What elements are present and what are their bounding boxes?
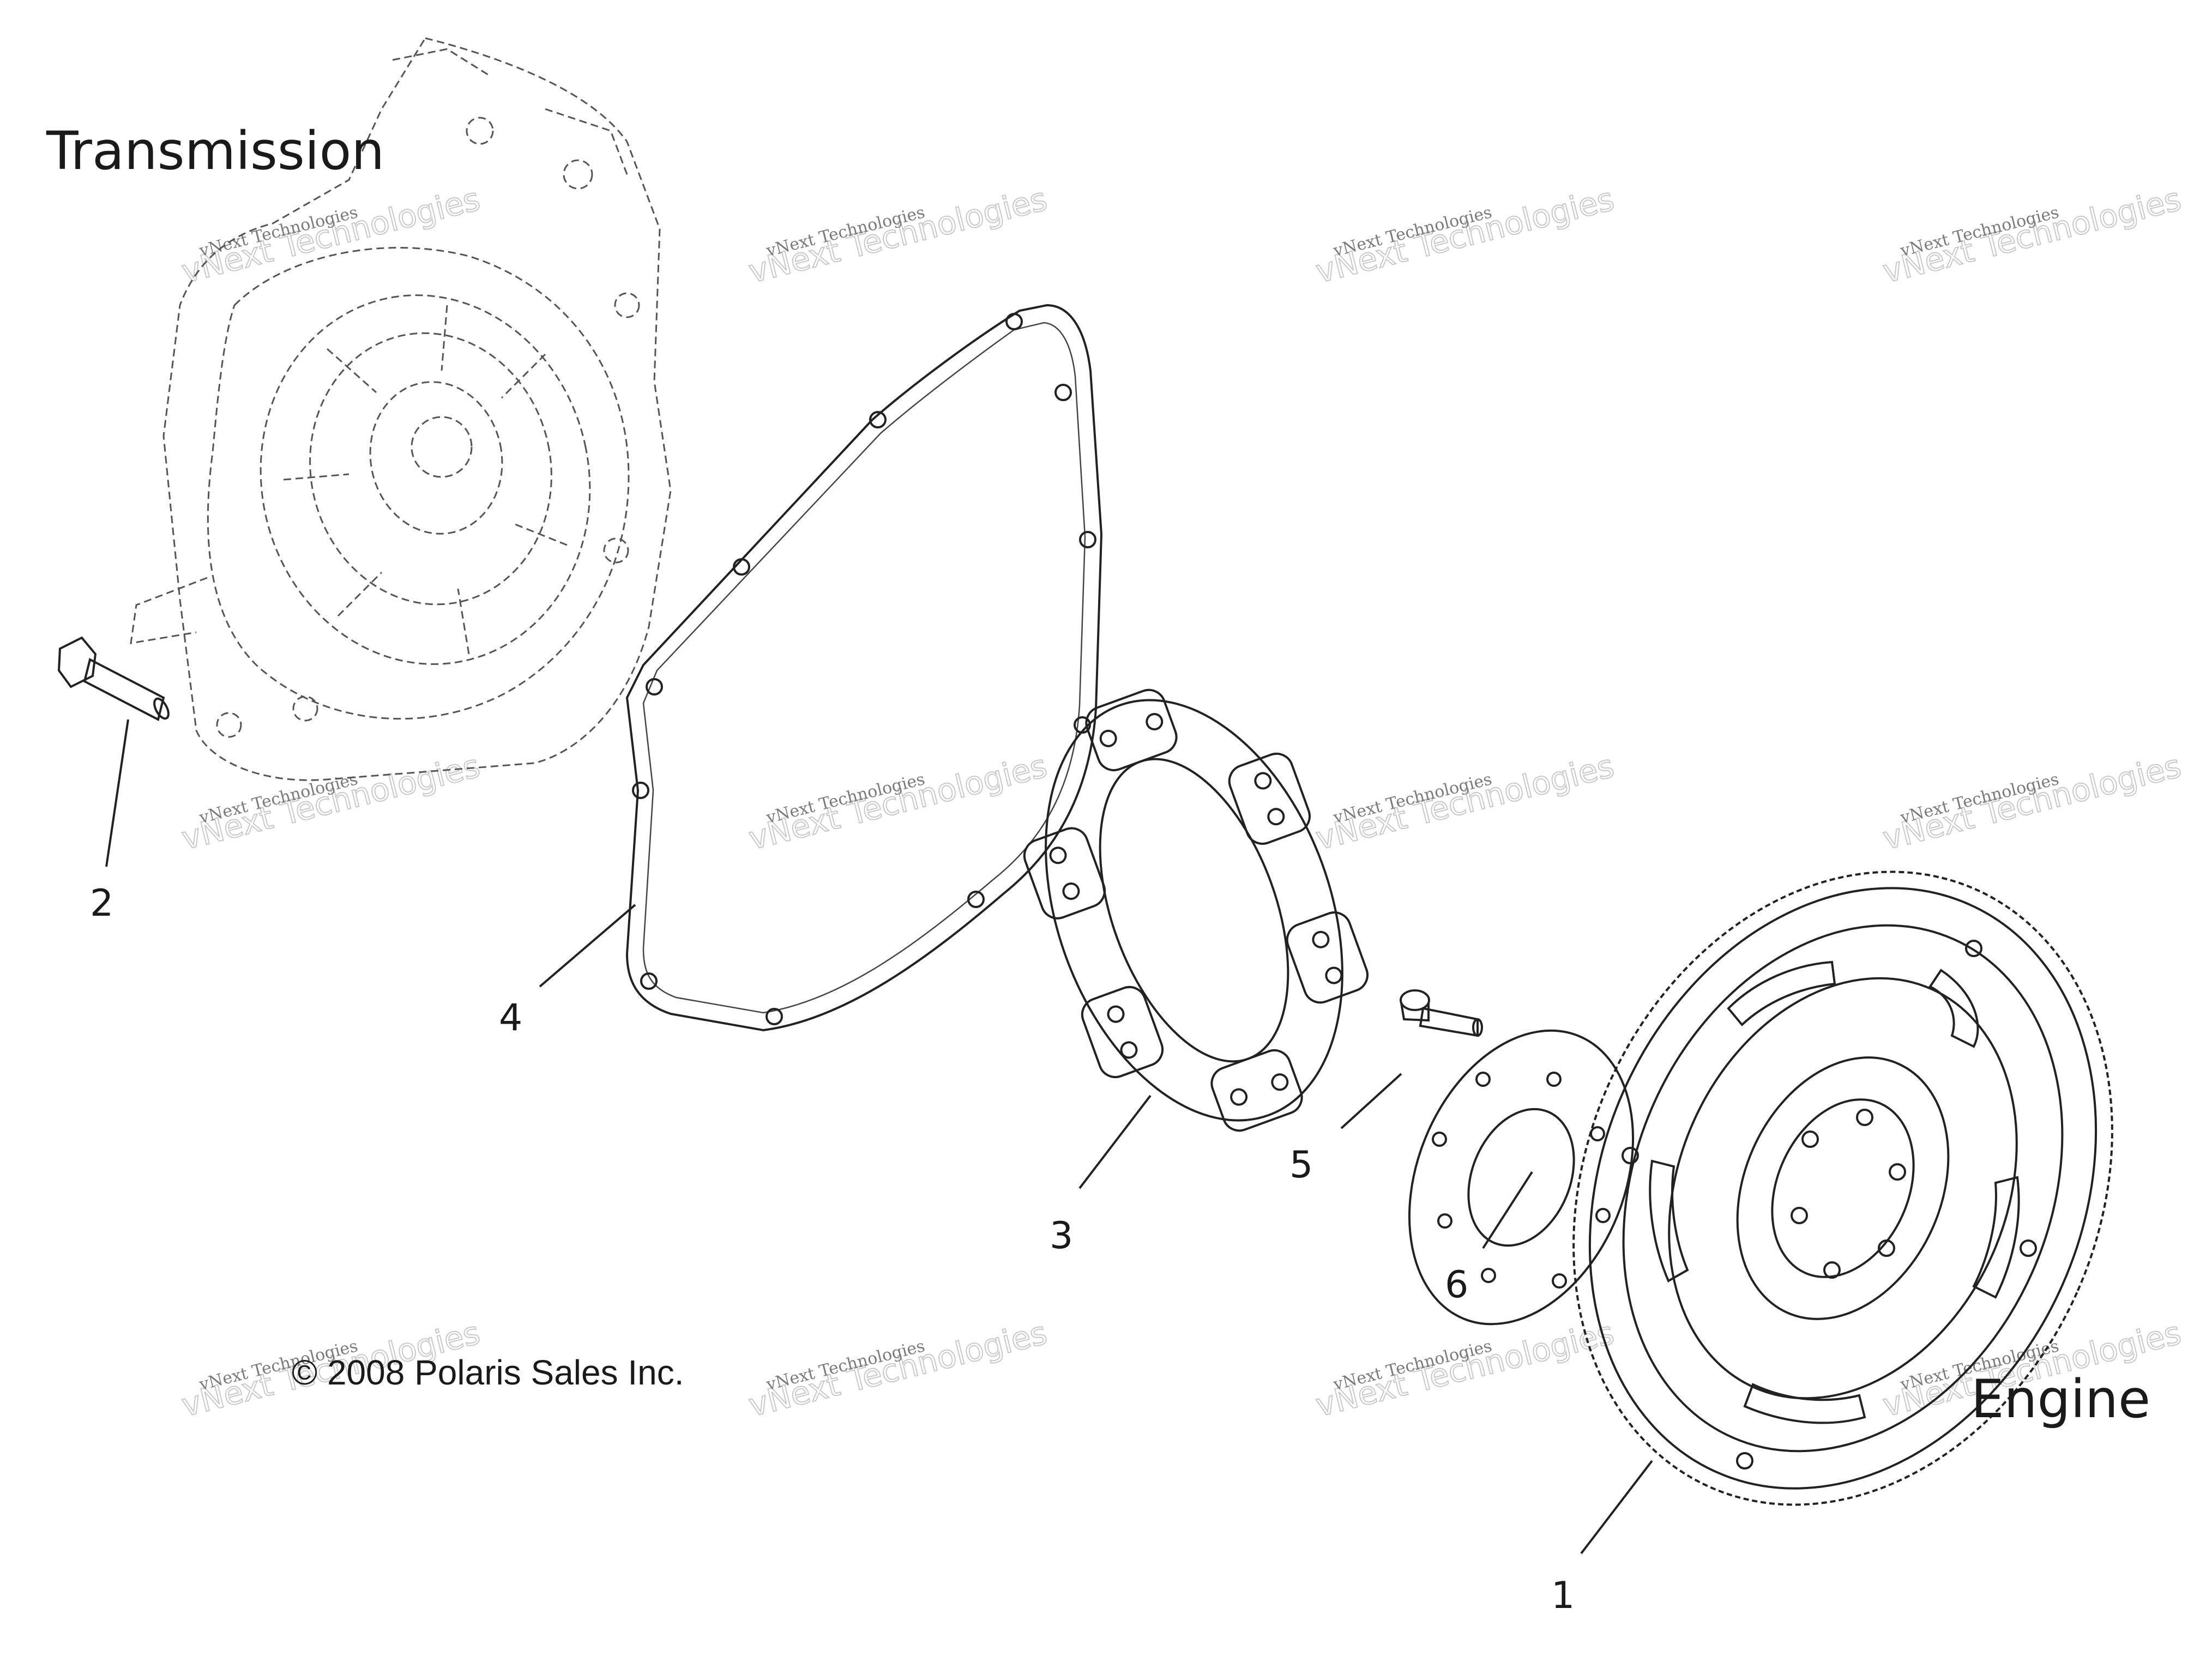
callout-2: 2	[90, 882, 113, 925]
leader-line-1	[1580, 1460, 1653, 1555]
coupler-part-3	[1023, 688, 1369, 1132]
watermark: vNext Technologies vNext Technologies	[1312, 1314, 1618, 1425]
leader-line-3	[1078, 1095, 1152, 1189]
leader-line-5	[1340, 1073, 1402, 1129]
leader-lines	[105, 719, 1653, 1555]
callout-1: 1	[1551, 1574, 1575, 1617]
watermark-grid: vNext Technologies vNext Technologies vN…	[178, 180, 2185, 1425]
leader-line-6	[1482, 1171, 1533, 1249]
watermark: vNext Technologies vNext Technologies	[1879, 180, 2185, 291]
watermark: vNext Technologies vNext Technologies	[745, 1314, 1051, 1425]
engine-label: Engine	[1971, 1369, 2150, 1430]
transmission-housing-drawing	[130, 37, 672, 781]
watermark: vNext Technologies vNext Technologies	[1879, 747, 2185, 858]
callout-3: 3	[1050, 1214, 1073, 1257]
leader-line-4	[539, 904, 636, 988]
watermark: vNext Technologies vNext Technologies	[745, 747, 1051, 858]
watermark: vNext Technologies vNext Technologies	[1312, 747, 1618, 858]
copyright-notice: © 2008 Polaris Sales Inc.	[292, 1353, 684, 1392]
watermark: vNext Technologies vNext Technologies	[745, 180, 1051, 291]
bolt-part-5	[1400, 989, 1483, 1037]
washer-plate-part-6	[1408, 1029, 1635, 1326]
leader-line-2	[105, 719, 129, 867]
callout-4: 4	[499, 996, 522, 1039]
callout-5: 5	[1289, 1144, 1313, 1187]
flywheel-part-1	[1572, 870, 2113, 1506]
gasket-part-4	[625, 304, 1103, 1032]
transmission-label: Transmission	[46, 120, 384, 182]
watermark: vNext Technologies vNext Technologies	[1312, 180, 1618, 291]
bolt-part-2	[57, 636, 170, 721]
callout-6: 6	[1445, 1263, 1468, 1307]
